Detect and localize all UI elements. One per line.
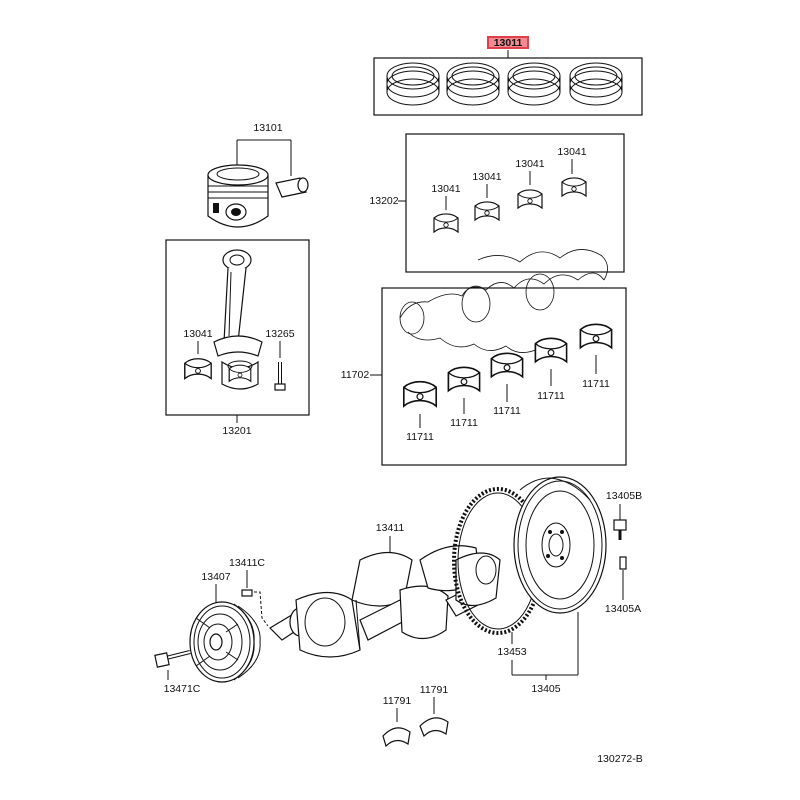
crank-bearing-set: 13202 13041 13041 13041 13041 bbox=[369, 133, 625, 273]
label-13201[interactable]: 13201 bbox=[222, 425, 251, 437]
piston-pin bbox=[275, 177, 309, 198]
piston bbox=[207, 164, 269, 228]
main-bearing-5 bbox=[579, 323, 613, 349]
label-13453[interactable]: 13453 bbox=[497, 646, 526, 658]
label-11711-c[interactable]: 11711 bbox=[493, 405, 521, 417]
crankshaft-group: 13411 bbox=[269, 522, 501, 658]
main-bearing-1 bbox=[402, 380, 438, 407]
label-11711-b[interactable]: 11711 bbox=[450, 417, 478, 429]
connecting-rod-group: 13201 13041 13265 bbox=[165, 239, 310, 437]
main-bearing-3 bbox=[490, 352, 524, 378]
main-bearing-set: 11702 11711 11711 11711 11711 11711 bbox=[341, 287, 627, 466]
piston-ring-set: 13011 bbox=[373, 36, 643, 116]
piston-group: 13101 bbox=[207, 122, 309, 228]
dowel-pin bbox=[619, 556, 627, 570]
main-bearing-box bbox=[381, 287, 627, 466]
piston-ring-2 bbox=[446, 62, 500, 106]
label-13202[interactable]: 13202 bbox=[369, 195, 398, 207]
thrust-washers: 11791 11791 bbox=[382, 684, 449, 748]
ring-set-box bbox=[373, 57, 643, 116]
rod-bolt bbox=[274, 362, 286, 391]
piston-ring-4 bbox=[569, 62, 623, 106]
label-11702[interactable]: 11702 bbox=[341, 369, 370, 381]
bearing-shell-a bbox=[433, 213, 459, 233]
flywheel bbox=[513, 476, 607, 614]
label-13011[interactable]: 13011 bbox=[494, 37, 523, 49]
flywheel-bolt bbox=[613, 519, 627, 540]
flywheel-group: 13405B 13405A 13453 13405 bbox=[452, 476, 642, 695]
bearing-shell-b bbox=[474, 201, 500, 221]
label-rod-13041[interactable]: 13041 bbox=[183, 328, 212, 340]
pulley-bolt bbox=[154, 650, 191, 668]
label-11791-a[interactable]: 11791 bbox=[383, 695, 412, 707]
label-13405B[interactable]: 13405B bbox=[606, 490, 642, 502]
label-13471C[interactable]: 13471C bbox=[164, 683, 201, 695]
piston-ring-1 bbox=[386, 62, 440, 106]
label-13405A[interactable]: 13405A bbox=[605, 603, 641, 615]
thrust-washer-a bbox=[382, 727, 411, 748]
bearing-shell-c bbox=[517, 189, 543, 209]
bearing-shell-d bbox=[561, 177, 587, 197]
label-13411[interactable]: 13411 bbox=[376, 522, 405, 534]
label-11711-e[interactable]: 11711 bbox=[582, 378, 610, 390]
label-13041-d[interactable]: 13041 bbox=[557, 146, 586, 158]
label-13407[interactable]: 13407 bbox=[201, 571, 230, 583]
label-13411C[interactable]: 13411C bbox=[229, 557, 265, 569]
label-11791-b[interactable]: 11791 bbox=[420, 684, 449, 696]
rod-bearing bbox=[184, 358, 212, 380]
thrust-washer-b bbox=[419, 717, 449, 738]
crank-pulley bbox=[189, 601, 261, 683]
label-13405[interactable]: 13405 bbox=[531, 683, 560, 695]
label-13265[interactable]: 13265 bbox=[265, 328, 294, 340]
label-11711-d[interactable]: 11711 bbox=[537, 390, 565, 402]
pulley-group: 13407 13411C 13471C bbox=[154, 557, 269, 695]
main-bearing-4 bbox=[534, 337, 568, 363]
label-13041-b[interactable]: 13041 bbox=[472, 171, 501, 183]
label-13041-c[interactable]: 13041 bbox=[515, 158, 544, 170]
label-13101[interactable]: 13101 bbox=[253, 122, 282, 134]
bearing-set-box bbox=[405, 133, 625, 273]
main-bearing-2 bbox=[447, 366, 481, 392]
woodruff-key bbox=[241, 589, 253, 597]
diagram-code: 130272-B bbox=[597, 753, 643, 765]
label-11711-a[interactable]: 11711 bbox=[406, 431, 434, 443]
crankshaft bbox=[269, 545, 501, 658]
label-13041-a[interactable]: 13041 bbox=[431, 183, 460, 195]
piston-ring-3 bbox=[507, 62, 561, 106]
crankshaft-ghost bbox=[399, 249, 608, 353]
